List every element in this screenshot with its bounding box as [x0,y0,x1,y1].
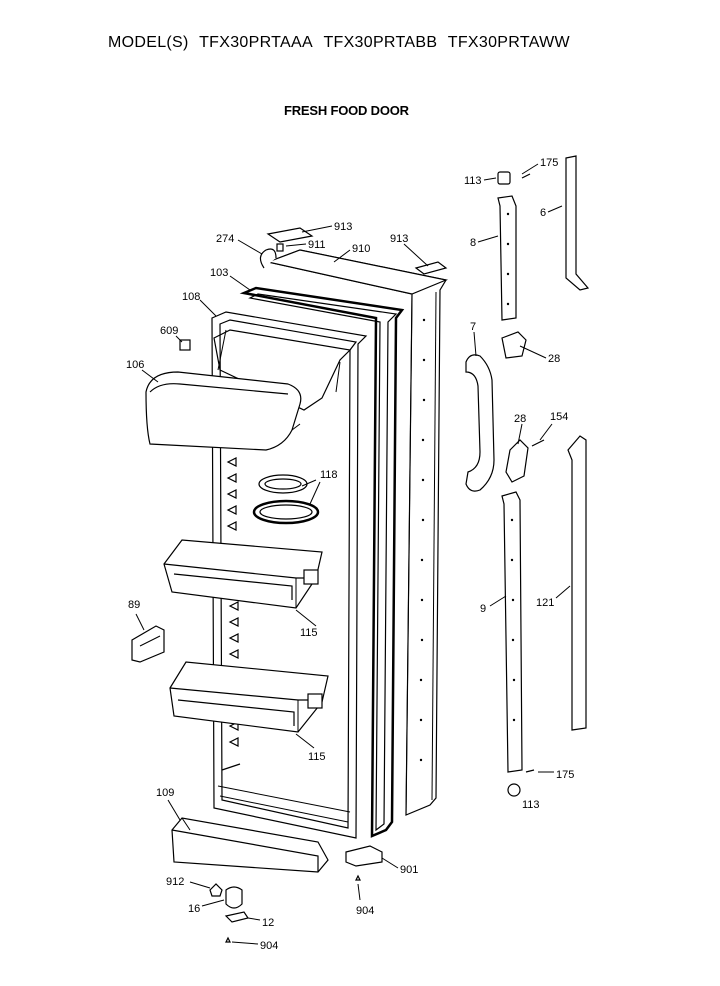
callout-910: 910 [352,243,370,255]
bottom-small-parts [209,845,383,943]
model-header: MODEL(S) TFX30PRTAAA TFX30PRTABB TFX30PR… [108,34,576,52]
screw-911 [276,243,284,252]
callout-912: 912 [166,876,184,888]
callout-115-lower: 115 [308,751,326,763]
cam-16 [225,886,243,909]
callout-121: 121 [536,597,554,609]
hinge-cover-274 [259,248,277,269]
callout-904-a: 904 [356,905,374,917]
callout-28-upper: 28 [548,353,560,365]
callout-901: 901 [400,864,418,876]
model-number-2: TFX30PRTABB [323,34,438,51]
callout-913-b: 913 [390,233,408,245]
plug-609 [179,339,191,351]
door-shelf-upper [163,539,323,609]
section-title: FRESH FOOD DOOR [284,103,409,118]
shim-913b [414,261,448,275]
bushing-912 [209,883,223,897]
model-number-3: TFX30PRTAWW [447,34,570,51]
callout-115-upper: 115 [300,627,318,639]
callout-113-bottom: 113 [522,799,540,811]
callout-274: 274 [216,233,234,245]
callout-175-bottom: 175 [556,769,574,781]
callout-28-lower: 28 [514,413,526,425]
callout-609: 609 [160,325,178,337]
door-shelf-lower [169,661,329,733]
egg-containers [252,474,320,525]
callout-108: 108 [182,291,200,303]
callout-9: 9 [480,603,486,615]
top-small-parts [179,227,448,351]
screw-904a [355,874,361,881]
screw-904b [225,936,231,943]
callout-6: 6 [540,207,546,219]
callout-89: 89 [128,599,140,611]
callout-106: 106 [126,359,144,371]
bin-clip-89 [131,625,165,663]
callout-103: 103 [210,267,228,279]
callout-8: 8 [470,237,476,249]
callout-154: 154 [550,411,568,423]
callout-913-a: 913 [334,221,352,233]
callout-7: 7 [470,321,476,333]
shim-913a [266,227,314,243]
model-prefix: MODEL(S) [108,34,189,51]
leader-lines [135,163,571,945]
callout-118: 118 [320,469,338,481]
callout-12: 12 [262,917,274,929]
model-number-1: TFX30PRTAAA [199,34,313,51]
callout-175-top: 175 [540,157,558,169]
handle-parts [465,155,590,797]
callout-109: 109 [156,787,174,799]
callout-16: 16 [188,903,200,915]
callout-labels: 175 113 6 8 913 274 911 910 913 103 108 … [126,157,574,952]
part-12 [224,911,249,923]
callout-911: 911 [308,239,326,251]
gallon-bin [171,817,329,873]
outer-door-panel [265,249,449,816]
callout-113-top: 113 [464,175,482,187]
hinge-901 [345,845,383,867]
door-gasket [239,286,405,838]
dairy-compartment [145,371,302,451]
callout-904-b: 904 [260,940,278,952]
